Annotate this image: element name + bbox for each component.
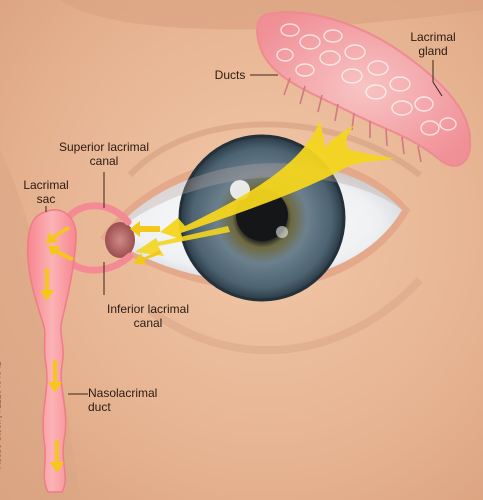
gland-lobules xyxy=(276,23,457,136)
leader-lines xyxy=(45,60,443,395)
lacrimal-sac-and-duct xyxy=(26,209,77,493)
lid-crease xyxy=(127,121,422,178)
label-lacrimal-gland: Lacrimal gland xyxy=(410,30,456,58)
upper-lid-shadow xyxy=(108,163,402,238)
eye-highlight-small xyxy=(276,226,288,238)
tear-flow-small-arrows xyxy=(40,221,161,473)
inferior-lacrimal-canal xyxy=(66,252,134,274)
tear-flow-arrow-lower xyxy=(135,226,230,256)
caruncle xyxy=(105,222,135,258)
label-lacrimal-sac: Lacrimal sac xyxy=(23,178,69,206)
label-inferior-lacrimal-canal: Inferior lacrimal canal xyxy=(106,302,190,330)
label-ducts: Ducts xyxy=(214,68,246,82)
lower-lid-fold xyxy=(147,277,423,355)
leader-gland xyxy=(432,60,443,97)
label-superior-lacrimal-canal: Superior lacrimal canal xyxy=(58,140,150,168)
iris-ring xyxy=(178,134,346,302)
superior-lacrimal-canal xyxy=(64,202,132,226)
label-nasolacrimal-duct: Nasolacrimal duct xyxy=(88,386,158,414)
tear-flow-arrow-main xyxy=(160,120,395,240)
gland-ducts xyxy=(283,77,422,163)
lacrimal-gland xyxy=(256,11,472,167)
stock-watermark-id: Adobe Stock | #1210404042 xyxy=(0,361,3,469)
